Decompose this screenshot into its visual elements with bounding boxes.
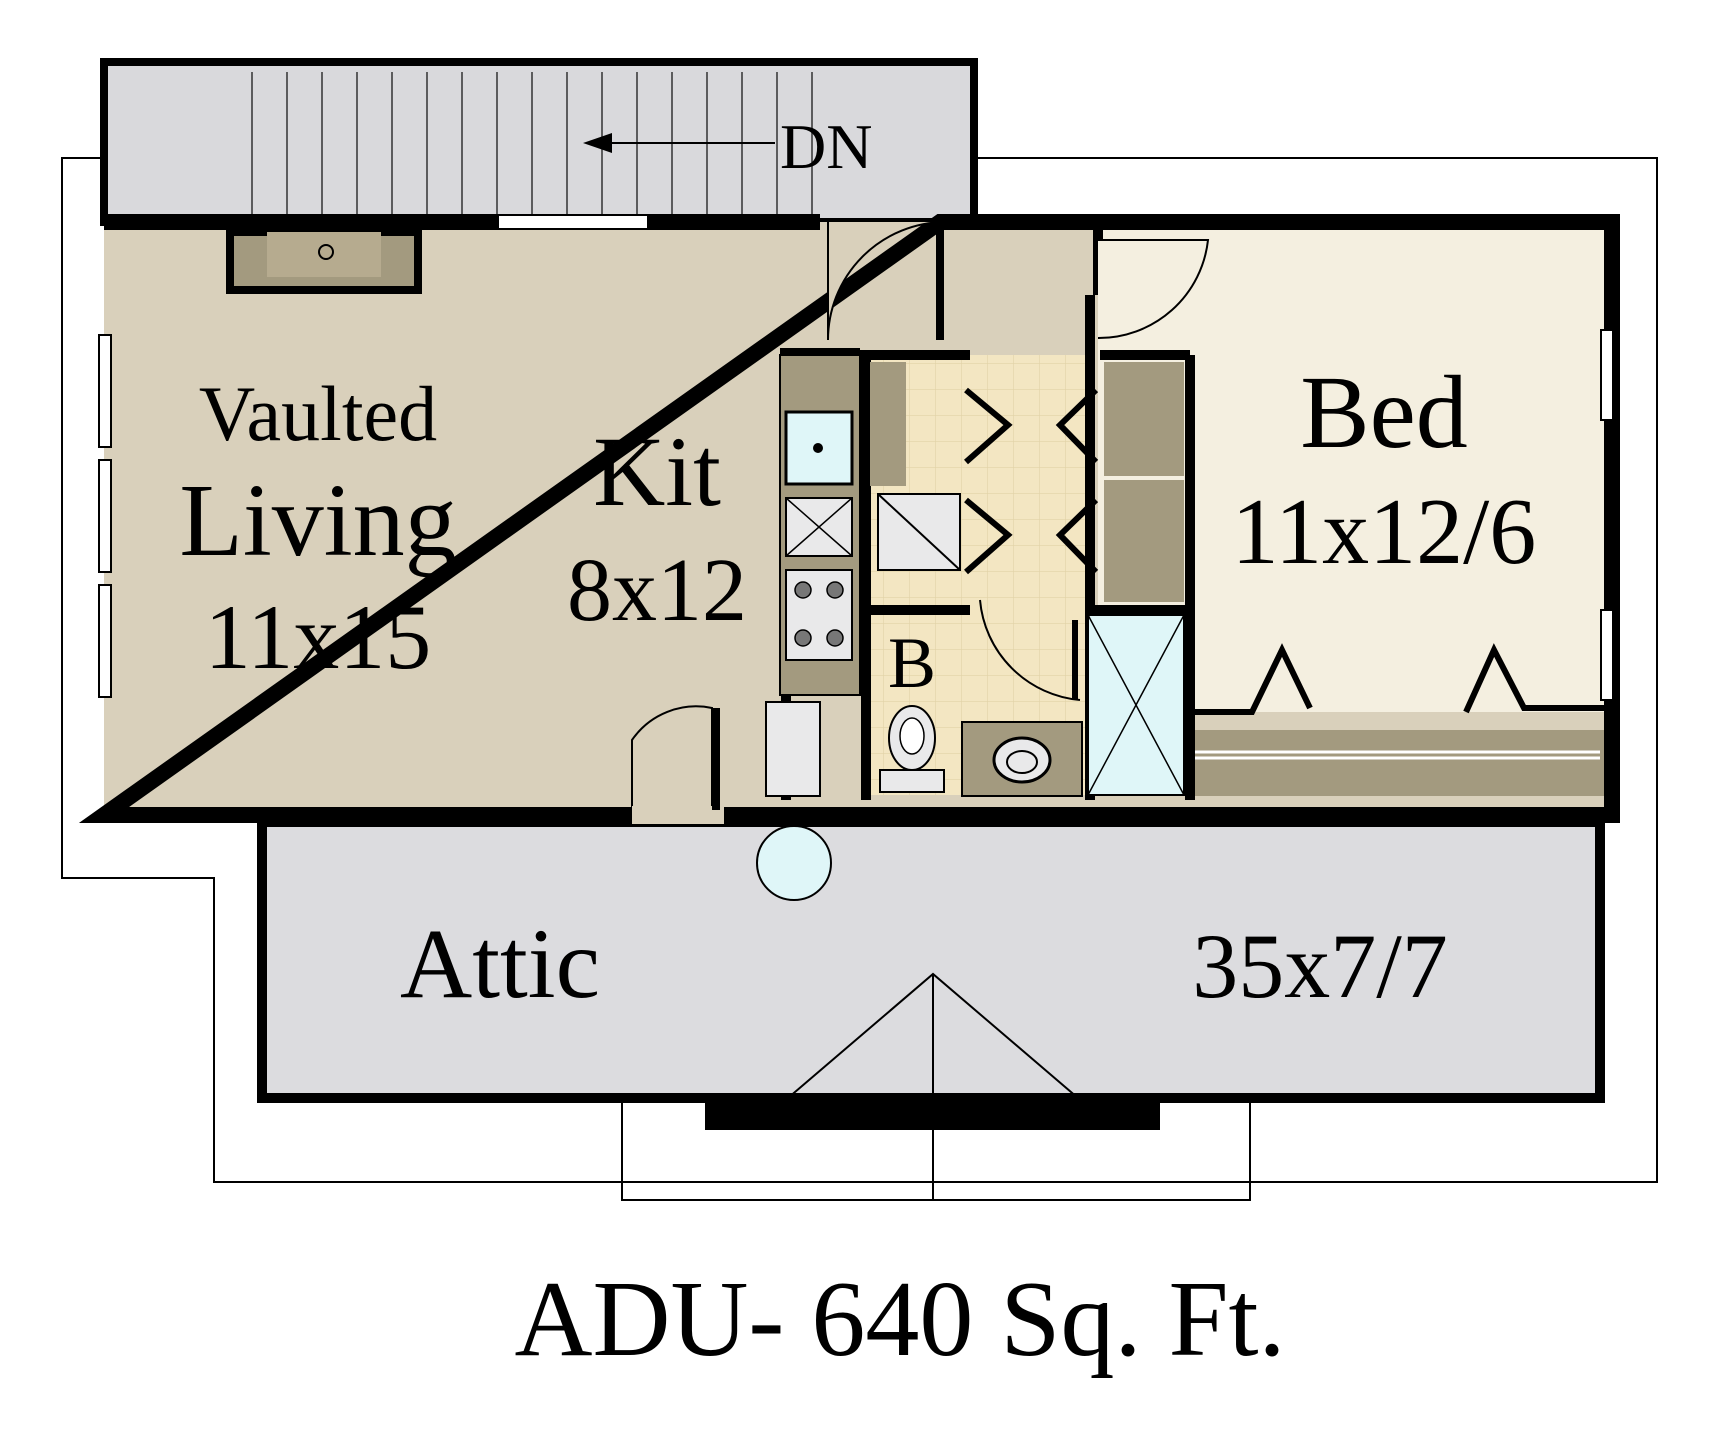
- closet-shelf-left: [870, 362, 906, 486]
- attic-door-swing: [631, 705, 713, 810]
- bath-label: B: [888, 623, 936, 703]
- window-top: [497, 214, 649, 230]
- closet-door-right-a: [1055, 387, 1099, 465]
- hatch-icon: [756, 825, 832, 901]
- exterior-wall: [78, 214, 1620, 823]
- bedroom-size: 11x12/6: [1232, 480, 1537, 584]
- dormer-gable: [787, 972, 1079, 1200]
- closet-shelf-right-1: [1104, 362, 1184, 476]
- window-west-1: [98, 334, 112, 448]
- window-east-1: [1600, 329, 1614, 421]
- bedroom-door-swing: [1097, 239, 1210, 340]
- stair-arrow-head: [583, 133, 612, 153]
- window-east-2: [1600, 609, 1614, 701]
- bedroom-label: Bed: [1300, 355, 1468, 470]
- closet-door-right-b: [1055, 497, 1099, 575]
- closet-door-left-a: [964, 387, 1013, 465]
- closet-door-left-b: [964, 497, 1013, 575]
- toilet-icon: [879, 705, 945, 793]
- stair-area: [100, 58, 978, 226]
- window-west-3: [98, 584, 112, 698]
- stair-treads: [251, 72, 813, 218]
- dormer-wall: [705, 1098, 1160, 1130]
- stair-label: DN: [780, 111, 872, 182]
- lavatory-icon: [992, 736, 1052, 784]
- bed-closet-door-right: [1463, 643, 1608, 714]
- attic-size: 35x7/7: [1192, 915, 1448, 1017]
- living-label-line1: Vaulted: [199, 370, 437, 457]
- kitchen-size: 8x12: [567, 541, 747, 640]
- plan-caption: ADU- 640 Sq. Ft.: [514, 1260, 1285, 1379]
- kitchen-label: Kit: [593, 416, 721, 527]
- dormer-outline: [621, 1100, 1251, 1201]
- closet-shelf-right-2: [1104, 480, 1184, 602]
- living-label-line2: Living: [179, 463, 456, 578]
- living-size: 11x15: [205, 586, 432, 688]
- bed-closet-door-left: [1190, 643, 1313, 715]
- roof-outline: [61, 157, 1658, 1183]
- door-swing-icon: [827, 221, 946, 341]
- bath-door-swing: [979, 599, 1081, 701]
- window-west-2: [98, 459, 112, 573]
- attic-label: Attic: [400, 908, 600, 1019]
- refrigerator-icon: [765, 701, 821, 797]
- attic-floor: [257, 817, 1605, 1103]
- range-icon: [785, 569, 853, 661]
